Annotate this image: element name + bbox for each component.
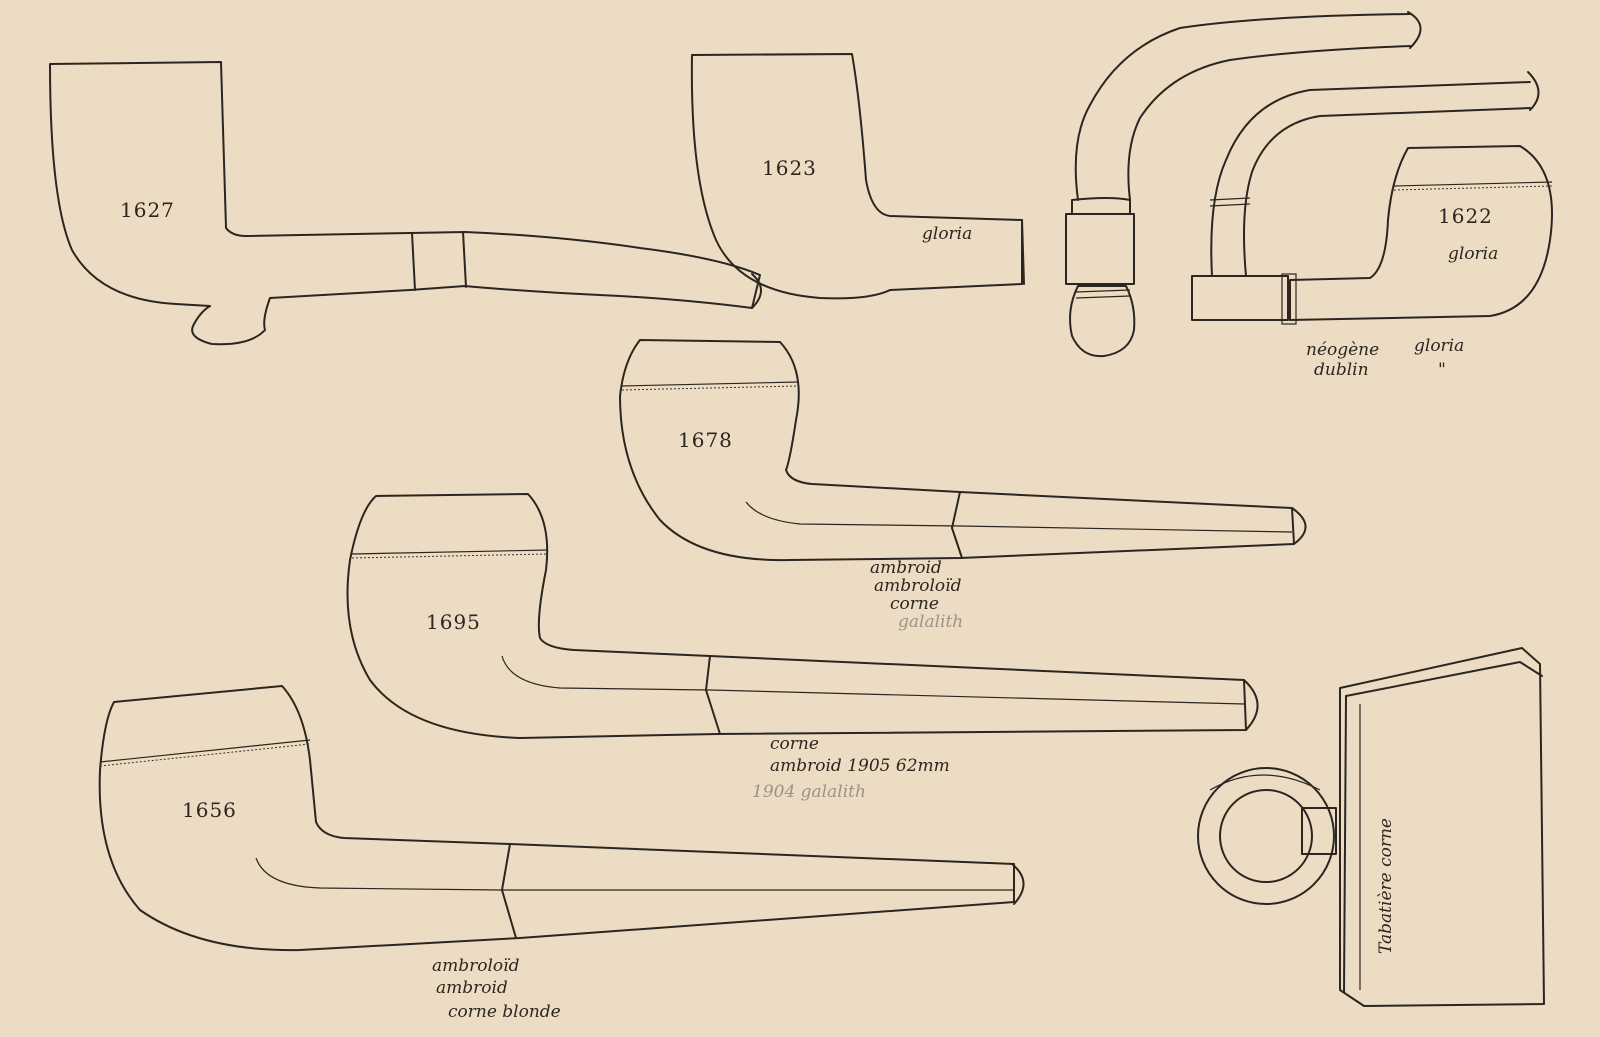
pipe-1656-note-2: ambroid [436, 978, 508, 998]
pipe-1695-note-2: ambroid 1905 62mm [770, 756, 950, 776]
pipe-1622-side-note-1: néogène [1306, 340, 1380, 360]
pipe-1695-note-3: 1904 galalith [752, 782, 866, 802]
pipe-1622-note: gloria [1448, 244, 1499, 264]
pipe-1695-outline [346, 493, 1259, 739]
pipe-1623-outline [690, 11, 1422, 358]
pipe-1656-number: 1656 [182, 798, 237, 822]
tabatiere-label: Tabatière corne [1376, 818, 1396, 954]
pipe-1678-number: 1678 [678, 428, 733, 452]
pipe-1695-note-1: corne [770, 734, 819, 754]
pipe-1622-side-note-3: gloria [1414, 336, 1465, 356]
pipe-1623-note: gloria [922, 224, 973, 244]
pipe-1656-note-1: ambroloïd [432, 956, 520, 976]
pipe-1622-outline [1191, 71, 1553, 325]
pipe-1678-note-3: corne [890, 594, 939, 614]
pipe-1678-outline [619, 339, 1307, 562]
pipe-1695-number: 1695 [426, 610, 481, 634]
pipe-1622-number: 1622 [1438, 204, 1493, 228]
pipe-1678-note-1: ambroid [870, 558, 942, 578]
pipe-1678-note-2: ambroloïd [874, 576, 962, 596]
pipe-1622-side-note-4: " [1438, 360, 1446, 380]
pipe-1678-note-4: galalith [898, 612, 964, 632]
pipe-1627-number: 1627 [120, 198, 175, 222]
pipe-1622-side-note-2: dublin [1314, 360, 1369, 380]
pipe-1627-outline [49, 61, 762, 346]
pipe-1656-outline [98, 685, 1025, 952]
tabatiere-outline [1197, 647, 1545, 1007]
pipe-1656-note-3: corne blonde [448, 1002, 561, 1022]
pipe-1623-number: 1623 [762, 156, 817, 180]
